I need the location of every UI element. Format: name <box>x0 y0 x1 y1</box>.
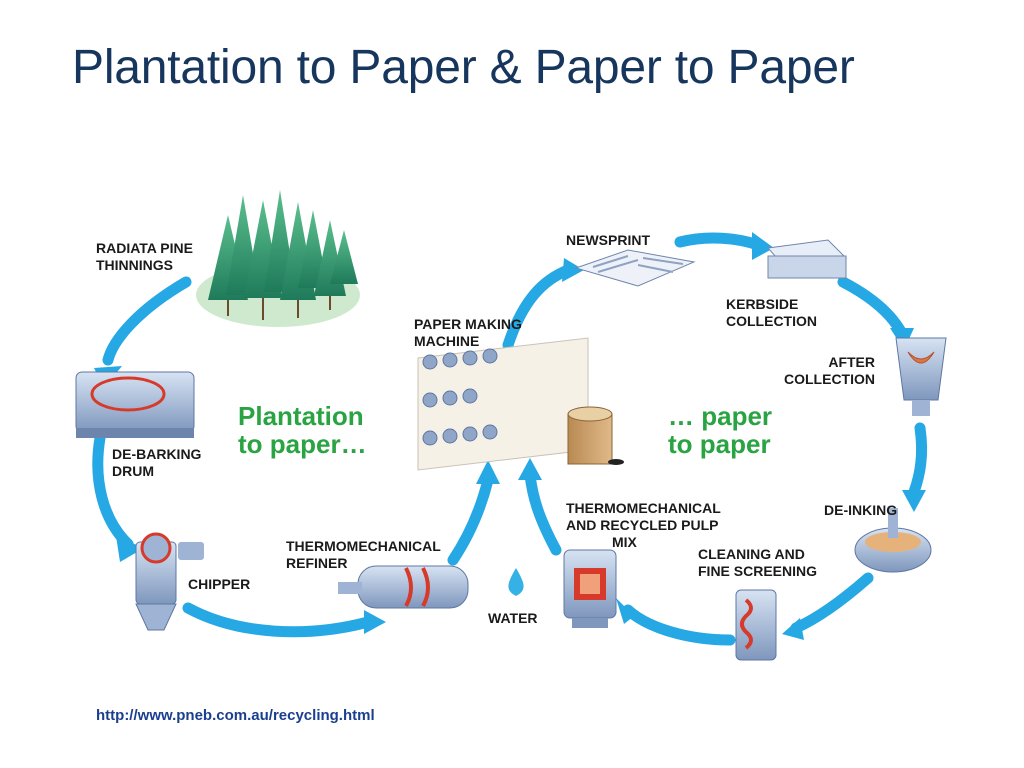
arrow-machine-to-newsprint <box>502 264 574 351</box>
label-line: COLLECTION <box>726 313 817 329</box>
label-debarking-drum: DE-BARKING DRUM <box>112 446 201 480</box>
big-label-line: to paper… <box>238 429 367 459</box>
arrow-cleaning-to-mix <box>622 604 736 646</box>
cycle-graphics <box>75 190 947 661</box>
label-pulp-mix: THERMOMECHANICAL AND RECYCLED PULP MIX <box>566 500 721 551</box>
label-line: REFINER <box>286 555 348 571</box>
arrowhead <box>902 490 926 512</box>
label-line: DRUM <box>112 463 154 479</box>
arrow-after-to-deinking <box>908 422 928 498</box>
label-paper-making-machine: PAPER MAKING MACHINE <box>414 316 522 350</box>
paper-to-paper-label: … paper to paper <box>668 402 772 458</box>
recycling-cycle-diagram: RADIATA PINE THINNINGS DE-BARKING DRUM C… <box>68 170 954 675</box>
arrow-refiner-to-machine <box>447 474 494 566</box>
label-radiata-pine: RADIATA PINE THINNINGS <box>96 240 193 274</box>
label-thermomechanical-refiner: THERMOMECHANICAL REFINER <box>286 538 441 572</box>
label-line: MIX <box>612 534 637 550</box>
label-chipper: CHIPPER <box>188 576 251 592</box>
cleaning-screening-illustration <box>735 589 777 661</box>
arrow-chipper-to-refiner <box>182 602 374 638</box>
big-label-line: … paper <box>668 401 773 431</box>
big-label-line: Plantation <box>238 401 364 431</box>
label-de-inking: DE-INKING <box>824 502 898 518</box>
label-line: COLLECTION <box>784 371 875 387</box>
source-url-link[interactable]: http://www.pneb.com.au/recycling.html <box>96 707 375 724</box>
arrow-forest-to-debarking <box>102 276 192 366</box>
arrowhead <box>562 258 584 282</box>
arrowhead <box>116 536 144 562</box>
label-line: THERMOMECHANICAL <box>286 538 441 554</box>
water-drop-icon <box>508 568 524 596</box>
arrow-mix-to-machine <box>524 469 562 556</box>
arrow-newsprint-to-kerbside <box>674 232 764 251</box>
after-collection-pulper-illustration <box>895 337 947 416</box>
pulp-mix-tank-illustration <box>563 549 617 628</box>
label-cleaning-fine-screening: CLEANING AND FINE SCREENING <box>698 546 817 580</box>
label-kerbside-collection: KERBSIDE COLLECTION <box>726 296 817 330</box>
paper-making-machine-illustration <box>417 337 624 471</box>
label-water: WATER <box>488 610 538 626</box>
deinking-cell-illustration <box>854 508 932 573</box>
plantation-to-paper-label: Plantation to paper… <box>238 402 367 458</box>
label-line: CLEANING AND <box>698 546 805 562</box>
label-line: RADIATA PINE <box>96 240 193 256</box>
arrowhead <box>476 460 500 484</box>
arrowhead <box>752 232 774 260</box>
big-label-line: to paper <box>668 429 771 459</box>
label-line: MACHINE <box>414 333 480 349</box>
arrow-deinking-to-cleaning <box>790 572 874 634</box>
label-line: FINE SCREENING <box>698 563 818 579</box>
label-line: PAPER MAKING <box>414 316 522 332</box>
label-line: AND RECYCLED PULP <box>566 517 719 533</box>
arrowhead <box>782 618 804 640</box>
label-line: THINNINGS <box>96 257 173 273</box>
refiner-illustration <box>338 565 469 609</box>
kerbside-stack-illustration <box>767 239 848 279</box>
arrow-kerbside-to-after <box>837 276 906 336</box>
label-line: DE-BARKING <box>112 446 202 462</box>
arrow-debarking-to-chipper <box>92 432 134 550</box>
arrowhead <box>364 610 386 634</box>
label-newsprint: NEWSPRINT <box>566 232 650 248</box>
label-line: AFTER <box>828 354 875 370</box>
slide-title: Plantation to Paper & Paper to Paper <box>72 41 855 94</box>
arrowhead <box>518 458 542 480</box>
label-line: KERBSIDE <box>726 296 799 312</box>
label-after-collection: AFTER COLLECTION <box>784 354 875 388</box>
newsprint-illustration <box>574 249 696 287</box>
chipper-illustration <box>135 532 204 631</box>
debarking-drum-illustration <box>75 371 195 438</box>
pine-forest-illustration <box>196 190 360 327</box>
label-line: THERMOMECHANICAL <box>566 500 721 516</box>
arrowhead <box>616 598 634 624</box>
